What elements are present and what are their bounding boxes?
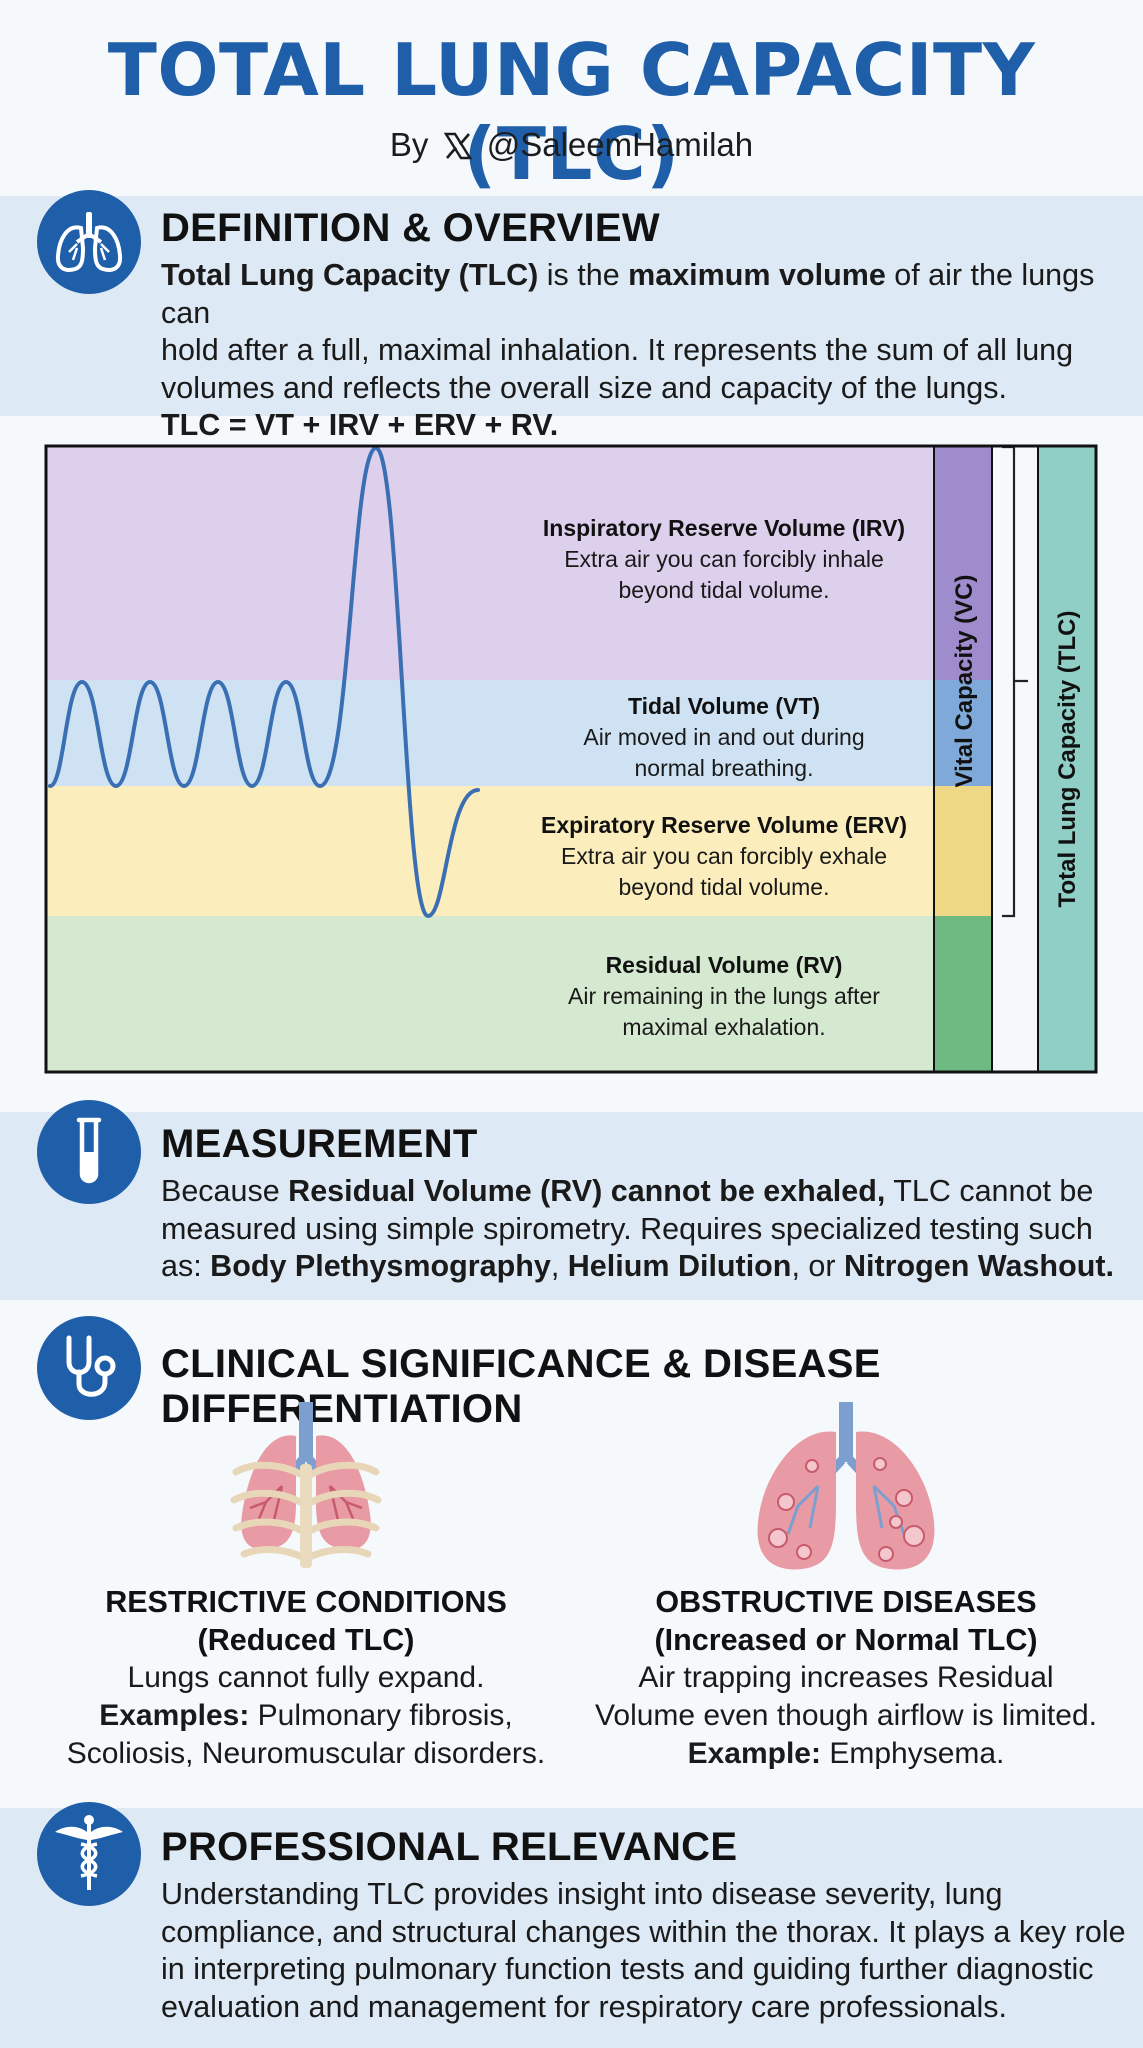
rv-line-1: Air remaining in the lungs after	[568, 983, 880, 1009]
restrictive-line-3: Scoliosis, Neuromuscular disorders.	[66, 1737, 546, 1770]
definition-text-1: is the	[538, 258, 629, 292]
byline: By @SaleemHamilah	[0, 126, 1143, 168]
professional-text: Understanding TLC provides insight into …	[161, 1876, 1126, 2026]
irv-line-1: Extra air you can forcibly inhale	[564, 546, 884, 572]
vc-label: Vital Capacity (VC)	[951, 575, 978, 788]
measurement-bold-plethysmography: Body Plethysmography	[210, 1249, 551, 1283]
obstructive-example: Example: Emphysema.	[580, 1735, 1112, 1773]
zone-erv	[46, 786, 934, 916]
obstructive-column: OBSTRUCTIVE DISEASES (Increased or Norma…	[580, 1583, 1112, 1773]
obstructive-example-text: Emphysema.	[820, 1737, 1005, 1770]
erv-line-2: beyond tidal volume.	[619, 874, 830, 900]
measurement-bold-rv: Residual Volume (RV) cannot be exhaled,	[288, 1174, 886, 1208]
caduceus-icon	[37, 1802, 141, 1906]
stethoscope-icon	[37, 1316, 141, 1420]
restrictive-examples-label: Examples:	[99, 1699, 250, 1732]
byline-handle: @SaleemHamilah	[486, 126, 754, 163]
measurement-sep-1: ,	[550, 1249, 568, 1283]
obstructive-title-1: OBSTRUCTIVE DISEASES	[655, 1585, 1037, 1619]
irv-line-2: beyond tidal volume.	[619, 577, 830, 603]
restrictive-examples-text: Pulmonary fibrosis,	[249, 1699, 513, 1732]
professional-line-3: in interpreting pulmonary function tests…	[161, 1952, 1094, 1986]
vc-bar-irv	[934, 446, 992, 680]
rv-line-2: maximal exhalation.	[622, 1014, 825, 1040]
measurement-band	[0, 1112, 1143, 1300]
measurement-heading: MEASUREMENT	[161, 1122, 478, 1166]
definition-bold-max: maximum volume	[628, 258, 886, 292]
measurement-text: Because Residual Volume (RV) cannot be e…	[161, 1173, 1114, 1286]
obstructive-title-2: (Increased or Normal TLC)	[654, 1623, 1038, 1657]
obstructive-lungs-image	[757, 1402, 935, 1570]
rv-bar	[934, 916, 992, 1072]
measurement-text-1: Because	[161, 1174, 289, 1208]
measurement-bold-nitrogen: Nitrogen Washout.	[844, 1249, 1114, 1283]
professional-line-2: compliance, and structural changes withi…	[161, 1914, 1126, 1949]
definition-bold-tlc: Total Lung Capacity (TLC)	[161, 258, 539, 292]
lungs-icon	[37, 190, 141, 294]
measurement-sep-2: , or	[791, 1249, 844, 1283]
definition-heading: DEFINITION & OVERVIEW	[161, 206, 660, 250]
professional-heading: PROFESSIONAL RELEVANCE	[161, 1825, 738, 1869]
definition-formula-text: TLC = VT + IRV + ERV + RV.	[161, 408, 559, 442]
definition-text: Total Lung Capacity (TLC) is the maximum…	[161, 257, 1143, 445]
definition-text-2: of air the lungs can	[161, 258, 1095, 330]
clinical-heading: CLINICAL SIGNIFICANCE & DISEASE DIFFEREN…	[161, 1342, 881, 1431]
zone-irv	[46, 446, 934, 680]
vc-bar-erv	[934, 786, 992, 916]
x-logo-icon	[443, 130, 472, 168]
definition-line-2: hold after a full, maximal inhalation. I…	[161, 333, 1074, 367]
professional-band	[0, 1808, 1143, 2048]
measurement-line-3: as: Body Plethysmography, Helium Dilutio…	[161, 1248, 1114, 1286]
tlc-label: Total Lung Capacity (TLC)	[1054, 611, 1081, 908]
definition-line-1: Total Lung Capacity (TLC) is the maximum…	[161, 257, 1143, 332]
vc-bar-vt	[934, 680, 992, 786]
vc-bracket	[1002, 445, 1028, 918]
vt-title: Tidal Volume (VT)	[628, 693, 820, 719]
rv-title: Residual Volume (RV)	[606, 952, 843, 978]
obstructive-example-label: Example:	[687, 1737, 821, 1770]
obstructive-line-1: Air trapping increases Residual	[638, 1661, 1054, 1694]
page-title: TOTAL LUNG CAPACITY (TLC)	[107, 28, 1036, 196]
byline-prefix: By	[389, 126, 429, 163]
tlc-bar	[1038, 446, 1096, 1072]
test-tube-icon	[37, 1100, 141, 1204]
zone-rv	[46, 916, 934, 1072]
definition-line-3: volumes and reflects the overall size an…	[161, 370, 1007, 405]
vt-line-1: Air moved in and out during	[583, 724, 864, 750]
professional-line-1: Understanding TLC provides insight into …	[161, 1877, 1003, 1911]
definition-formula: TLC = VT + IRV + ERV + RV.	[161, 407, 1143, 445]
irv-title: Inspiratory Reserve Volume (IRV)	[543, 515, 905, 541]
diagram-frame	[44, 444, 1098, 1074]
restrictive-line-1: Lungs cannot fully expand.	[127, 1661, 485, 1694]
measurement-line-1: Because Residual Volume (RV) cannot be e…	[161, 1173, 1114, 1211]
spirometry-curve	[48, 445, 480, 919]
restrictive-lungs-image	[230, 1402, 382, 1568]
vt-line-2: normal breathing.	[635, 755, 814, 781]
definition-band	[0, 196, 1143, 416]
measurement-bold-helium: Helium Dilution	[567, 1249, 792, 1283]
professional-line-4: evaluation and management for respirator…	[161, 1989, 1007, 2024]
restrictive-examples: Examples: Pulmonary fibrosis,	[40, 1697, 572, 1735]
measurement-line-2: measured using simple spirometry. Requir…	[161, 1211, 1093, 1246]
restrictive-title-2: (Reduced TLC)	[197, 1623, 415, 1657]
erv-line-1: Extra air you can forcibly exhale	[561, 843, 887, 869]
restrictive-title-1: RESTRICTIVE CONDITIONS	[105, 1585, 507, 1619]
lung-volumes-diagram: Inspiratory Reserve Volume (IRV) Extra a…	[44, 444, 1098, 1074]
restrictive-column: RESTRICTIVE CONDITIONS (Reduced TLC) Lun…	[40, 1583, 572, 1773]
obstructive-line-2: Volume even though airflow is limited.	[595, 1699, 1097, 1732]
measurement-text-3: as:	[161, 1249, 211, 1283]
irv-label-group: Inspiratory Reserve Volume (IRV) Extra a…	[541, 515, 907, 1040]
erv-title: Expiratory Reserve Volume (ERV)	[541, 812, 907, 838]
measurement-text-2: TLC cannot be	[885, 1174, 1094, 1208]
